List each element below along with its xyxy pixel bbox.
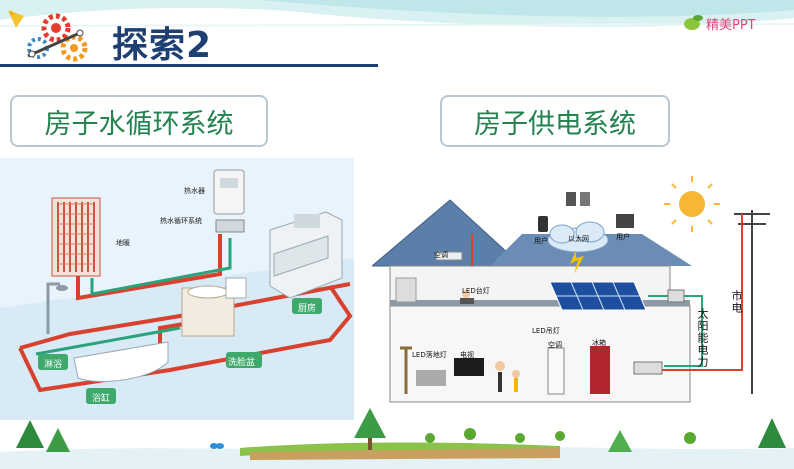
butterfly-icon [210, 443, 224, 449]
shower-label: 淋浴 [44, 360, 63, 370]
tv-icon [454, 358, 484, 376]
floor-lamp-icon [400, 346, 412, 394]
internet-cloud-icon [547, 221, 609, 274]
toilet-icon [225, 277, 247, 299]
svg-text:+: + [8, 9, 16, 19]
solar-panel-icon [549, 281, 647, 311]
tv-label: 电视 [460, 351, 474, 359]
phone-icon [538, 216, 548, 232]
power-supply-diagram: 空调 LED台灯 用户 以太网 用户 LED吊灯 LED落地灯 电视 空调 冰箱… [370, 170, 794, 410]
title-underline [0, 64, 378, 67]
monitor-icon [616, 214, 634, 228]
sun-icon [664, 176, 720, 232]
user-left-label: 用户 [534, 237, 548, 245]
water-heater-icon [213, 169, 245, 233]
tree-icon [16, 408, 786, 452]
kitchen-label: 厨房 [298, 304, 317, 314]
heater-label: 热水器 [184, 187, 205, 195]
led-pendant-label: LED吊灯 [532, 327, 560, 335]
ac-top-icon [435, 251, 463, 261]
loop-label: 热水循环系统 [160, 217, 202, 225]
user-right-label: 用户 [616, 233, 630, 241]
fridge-icon [590, 346, 610, 394]
water-system-label: 房子水循环系统 [10, 95, 268, 147]
desk-lamp-label: LED台灯 [462, 287, 490, 295]
wash-basin-icon [181, 285, 235, 337]
solar-power-label: 太阳能电力 [696, 308, 709, 368]
header-band [0, 0, 794, 27]
internet-label: 以太网 [568, 235, 589, 243]
power-diagram-illustration [370, 176, 770, 403]
kitchen-icon [269, 211, 343, 299]
fridge-label: 冰箱 [592, 339, 606, 347]
page-title: 探索2 [112, 25, 213, 66]
shower-icon [46, 282, 68, 334]
brand-label: 精美PPT [706, 18, 756, 33]
floor-heating-label: 地暖 [116, 239, 130, 247]
basin-label: 洗脸盆 [228, 358, 256, 368]
gears-logo-icon: + [8, 9, 88, 62]
bathtub-icon [73, 341, 169, 382]
footer-landscape [0, 408, 794, 469]
floor-heating-icon [51, 197, 101, 277]
ac-unit-icon [547, 347, 565, 395]
water-diagram-illustration [0, 169, 354, 420]
sofa-icon [416, 370, 446, 386]
water-cycle-diagram: 热水器 热水循环系统 地暖 淋浴 浴缸 洗脸盆 厨房 [0, 158, 354, 420]
led-floor-lamp-label: LED落地灯 [412, 351, 447, 359]
bathtub-label: 浴缸 [92, 394, 111, 404]
power-system-label: 房子供电系统 [440, 95, 670, 147]
grid-power-label: 市电 [730, 290, 743, 314]
ac-top-label: 空调 [434, 251, 448, 259]
ac-bottom-label: 空调 [548, 341, 562, 349]
leaf-brand-icon [684, 15, 703, 30]
